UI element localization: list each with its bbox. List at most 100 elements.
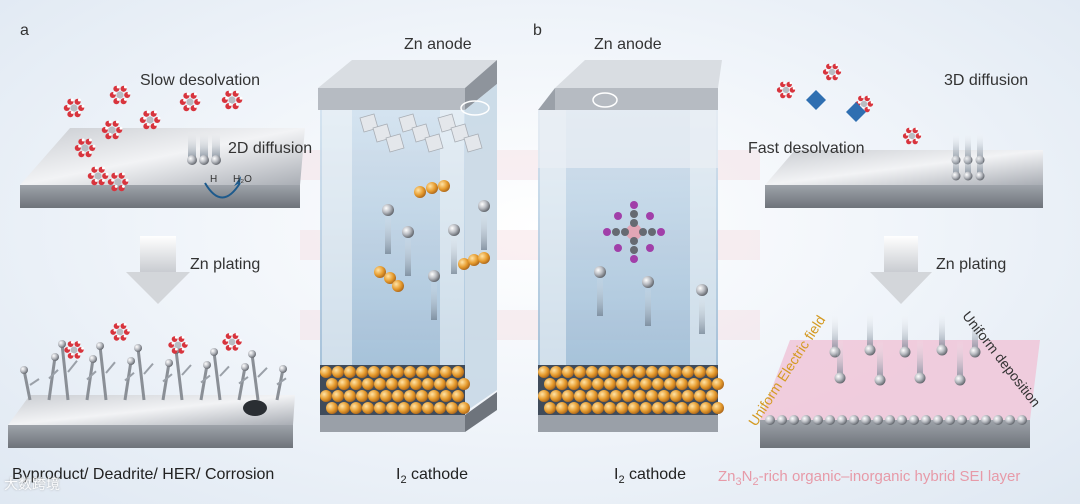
zn-ion xyxy=(402,226,414,238)
deposited-zn xyxy=(849,415,859,425)
dendrite xyxy=(24,370,30,400)
cell-a-zn-anode-label: Zn anode xyxy=(404,36,472,54)
cathode-particle xyxy=(598,390,610,402)
cathode-particle xyxy=(676,378,688,390)
dendrite xyxy=(138,348,144,400)
zn-ion xyxy=(970,347,981,358)
molecule-atom xyxy=(630,210,638,218)
cathode-particle xyxy=(386,378,398,390)
molecule-atom xyxy=(630,246,638,254)
zn-ion xyxy=(211,155,221,165)
cathode-particle xyxy=(616,378,628,390)
cathode-particle xyxy=(664,378,676,390)
dendrite-tip xyxy=(127,357,135,365)
cathode-particle xyxy=(652,378,664,390)
dendrite-tip xyxy=(279,365,287,373)
ion-trail xyxy=(597,272,603,316)
deposited-zn xyxy=(885,415,895,425)
deposited-zn xyxy=(837,415,847,425)
cathode-particle xyxy=(634,366,646,378)
molecule-atom xyxy=(630,201,638,209)
cathode-particle xyxy=(580,378,592,390)
cathode-particle xyxy=(416,390,428,402)
cathode-particle xyxy=(658,366,670,378)
zn-ion xyxy=(865,345,876,356)
cathode-particle xyxy=(628,378,640,390)
cathode-particle xyxy=(676,402,688,414)
cathode-particle xyxy=(616,402,628,414)
cathode-particle xyxy=(670,366,682,378)
cathode-particle xyxy=(434,378,446,390)
zn-ion xyxy=(955,375,966,386)
zn-ion xyxy=(952,172,961,181)
cathode-particle xyxy=(550,366,562,378)
deposited-zn xyxy=(825,415,835,425)
cathode-particle xyxy=(344,390,356,402)
cathode-particle xyxy=(428,390,440,402)
cathode-particle xyxy=(586,390,598,402)
ion-trail xyxy=(212,130,220,158)
ion-trail xyxy=(902,312,908,350)
cathode-particle xyxy=(440,390,452,402)
cathode-particle xyxy=(434,402,446,414)
molecule-atom xyxy=(630,219,638,227)
iodine-particle xyxy=(414,186,426,198)
cathode-particle xyxy=(332,366,344,378)
dendrite-tip xyxy=(248,350,256,358)
cathode-particle xyxy=(362,402,374,414)
cathode-particle xyxy=(404,390,416,402)
ion-trail xyxy=(939,310,945,348)
zn-ion xyxy=(199,155,209,165)
cathode-particle xyxy=(562,366,574,378)
cathode-particle xyxy=(700,378,712,390)
molecule-atom xyxy=(614,212,622,220)
dendrite xyxy=(214,352,220,400)
cathode-particle xyxy=(338,378,350,390)
ion-trail xyxy=(917,338,923,376)
h2-label: H xyxy=(210,174,217,185)
panel-b-top-plate xyxy=(765,150,1043,208)
dendrite-tip xyxy=(58,340,66,348)
cathode-particle xyxy=(428,366,440,378)
molecule-atom xyxy=(646,244,654,252)
deposited-zn xyxy=(1017,415,1027,425)
cathode-particle xyxy=(422,378,434,390)
dendrite-tip xyxy=(241,363,249,371)
molecule-atom xyxy=(603,228,611,236)
cathode-particle xyxy=(622,366,634,378)
dendrite-tip xyxy=(203,361,211,369)
cathode-particle xyxy=(446,378,458,390)
solvated-ion xyxy=(180,93,201,112)
zn-ion xyxy=(187,155,197,165)
cell-b-zn-anode-label: Zn anode xyxy=(594,36,662,54)
dendrite-tip xyxy=(89,355,97,363)
ion-trail xyxy=(405,232,411,276)
cathode-particle xyxy=(544,402,556,414)
zn-ion xyxy=(964,172,973,181)
cathode-particle xyxy=(458,378,470,390)
cathode-particle xyxy=(682,390,694,402)
solvated-ion xyxy=(140,111,161,130)
deposited-zn xyxy=(897,415,907,425)
molecule-atom xyxy=(639,228,647,236)
deposited-zn xyxy=(801,415,811,425)
cathode-particle xyxy=(670,390,682,402)
solvated-ion xyxy=(64,341,84,359)
cathode-particle xyxy=(344,366,356,378)
zn-ion xyxy=(428,270,440,282)
molecule-atom xyxy=(630,255,638,263)
cathode-particle xyxy=(320,390,332,402)
dendrite-tip xyxy=(20,366,28,374)
panel-b-letter: b xyxy=(533,22,542,40)
ion-trail xyxy=(188,130,196,158)
deposited-zn xyxy=(921,415,931,425)
cell-a xyxy=(318,60,497,432)
cathode-particle xyxy=(386,402,398,414)
solvated-ion xyxy=(222,91,243,110)
cathode-particle xyxy=(682,366,694,378)
cathode-particle xyxy=(622,390,634,402)
ion-trail xyxy=(481,206,487,250)
cathode-particle xyxy=(592,402,604,414)
cathode-particle xyxy=(688,402,700,414)
solvated-ion xyxy=(64,99,85,118)
